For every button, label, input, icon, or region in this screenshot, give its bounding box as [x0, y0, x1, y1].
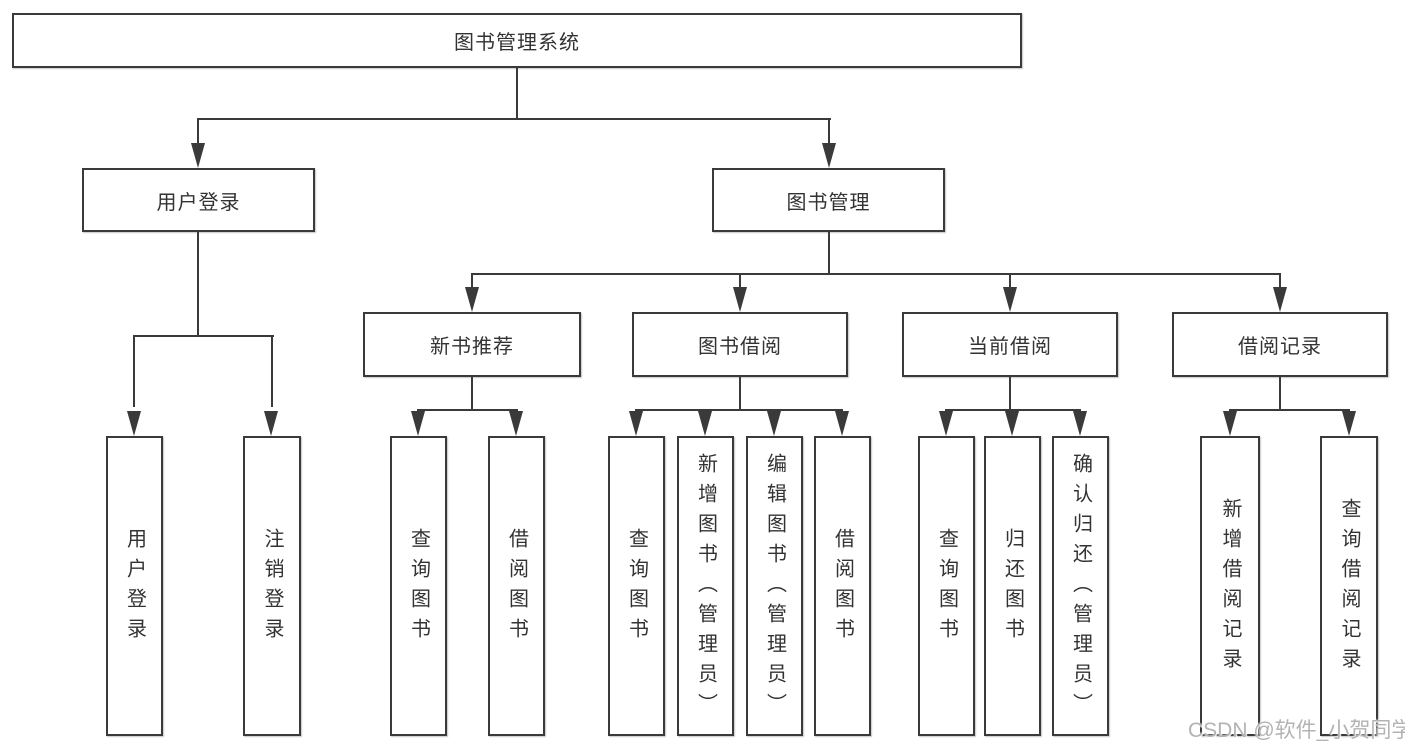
arrow-down-icon — [1223, 411, 1237, 436]
node-cb-query-books: 查询图书 — [918, 436, 975, 736]
node-library-management-system: 图书管理系统 — [12, 13, 1022, 68]
node-cb-confirm-return-admin: 确认归还（管理员） — [1052, 436, 1109, 736]
node-new-book-recommend: 新书推荐 — [363, 312, 581, 377]
arrow-down-icon — [939, 411, 953, 436]
arrow-down-icon — [1073, 411, 1087, 436]
node-br-query-record: 查询借阅记录 — [1320, 436, 1378, 736]
connector-drop — [828, 118, 830, 148]
arrow-down-icon — [835, 411, 849, 436]
connector-user-login-stem — [197, 232, 199, 335]
arrow-down-icon — [733, 287, 747, 312]
connector-drop — [271, 335, 273, 407]
connector-stem — [471, 377, 473, 409]
node-bb-add-books-admin: 新增图书（管理员） — [677, 436, 734, 736]
node-nb-query-books: 查询图书 — [390, 436, 447, 736]
connector-drop — [1279, 273, 1281, 287]
connector-stem — [1009, 377, 1011, 409]
arrow-down-icon — [264, 411, 278, 436]
arrow-down-icon — [1273, 287, 1287, 312]
connector-drop — [197, 118, 199, 148]
connector-stem — [1279, 377, 1281, 409]
node-book-management: 图书管理 — [712, 168, 945, 232]
arrow-down-icon — [191, 143, 205, 168]
connector-book-mgmt-stem — [828, 232, 830, 273]
arrow-down-icon — [629, 411, 643, 436]
arrow-down-icon — [698, 411, 712, 436]
node-user-login-action: 用户登录 — [106, 436, 163, 736]
connector-rail — [945, 409, 1081, 411]
node-bb-borrow-books: 借阅图书 — [814, 436, 871, 736]
arrow-down-icon — [411, 411, 425, 436]
node-bb-query-books: 查询图书 — [608, 436, 665, 736]
arrow-down-icon — [509, 411, 523, 436]
arrow-down-icon — [767, 411, 781, 436]
arrow-down-icon — [465, 287, 479, 312]
connector-book-mgmt-rail — [471, 273, 1281, 275]
node-borrow-records: 借阅记录 — [1172, 312, 1388, 377]
csdn-watermark: CSDN @软件_小贺同学 — [1188, 719, 1405, 742]
arrow-down-icon — [1003, 287, 1017, 312]
connector-rail — [417, 409, 518, 411]
connector-root-rail — [197, 118, 831, 120]
arrow-down-icon — [1005, 411, 1019, 436]
node-nb-borrow-books: 借阅图书 — [488, 436, 545, 736]
connector-rail — [635, 409, 843, 411]
arrow-down-icon — [822, 143, 836, 168]
connector-user-login-rail — [133, 335, 274, 337]
connector-rail — [1229, 409, 1350, 411]
arrow-down-icon — [127, 411, 141, 436]
node-bb-edit-books-admin: 编辑图书（管理员） — [746, 436, 803, 736]
node-current-borrowing: 当前借阅 — [902, 312, 1118, 377]
connector-stem — [739, 377, 741, 409]
node-user-login: 用户登录 — [82, 168, 315, 232]
node-book-borrowing: 图书借阅 — [632, 312, 848, 377]
connector-drop — [1009, 273, 1011, 287]
node-cb-return-books: 归还图书 — [984, 436, 1041, 736]
node-br-add-record: 新增借阅记录 — [1200, 436, 1260, 736]
arrow-down-icon — [1342, 411, 1356, 436]
connector-root-stem — [516, 68, 518, 118]
connector-drop — [471, 273, 473, 287]
connector-drop — [739, 273, 741, 287]
connector-drop — [133, 335, 135, 407]
node-logout-action: 注销登录 — [243, 436, 301, 736]
